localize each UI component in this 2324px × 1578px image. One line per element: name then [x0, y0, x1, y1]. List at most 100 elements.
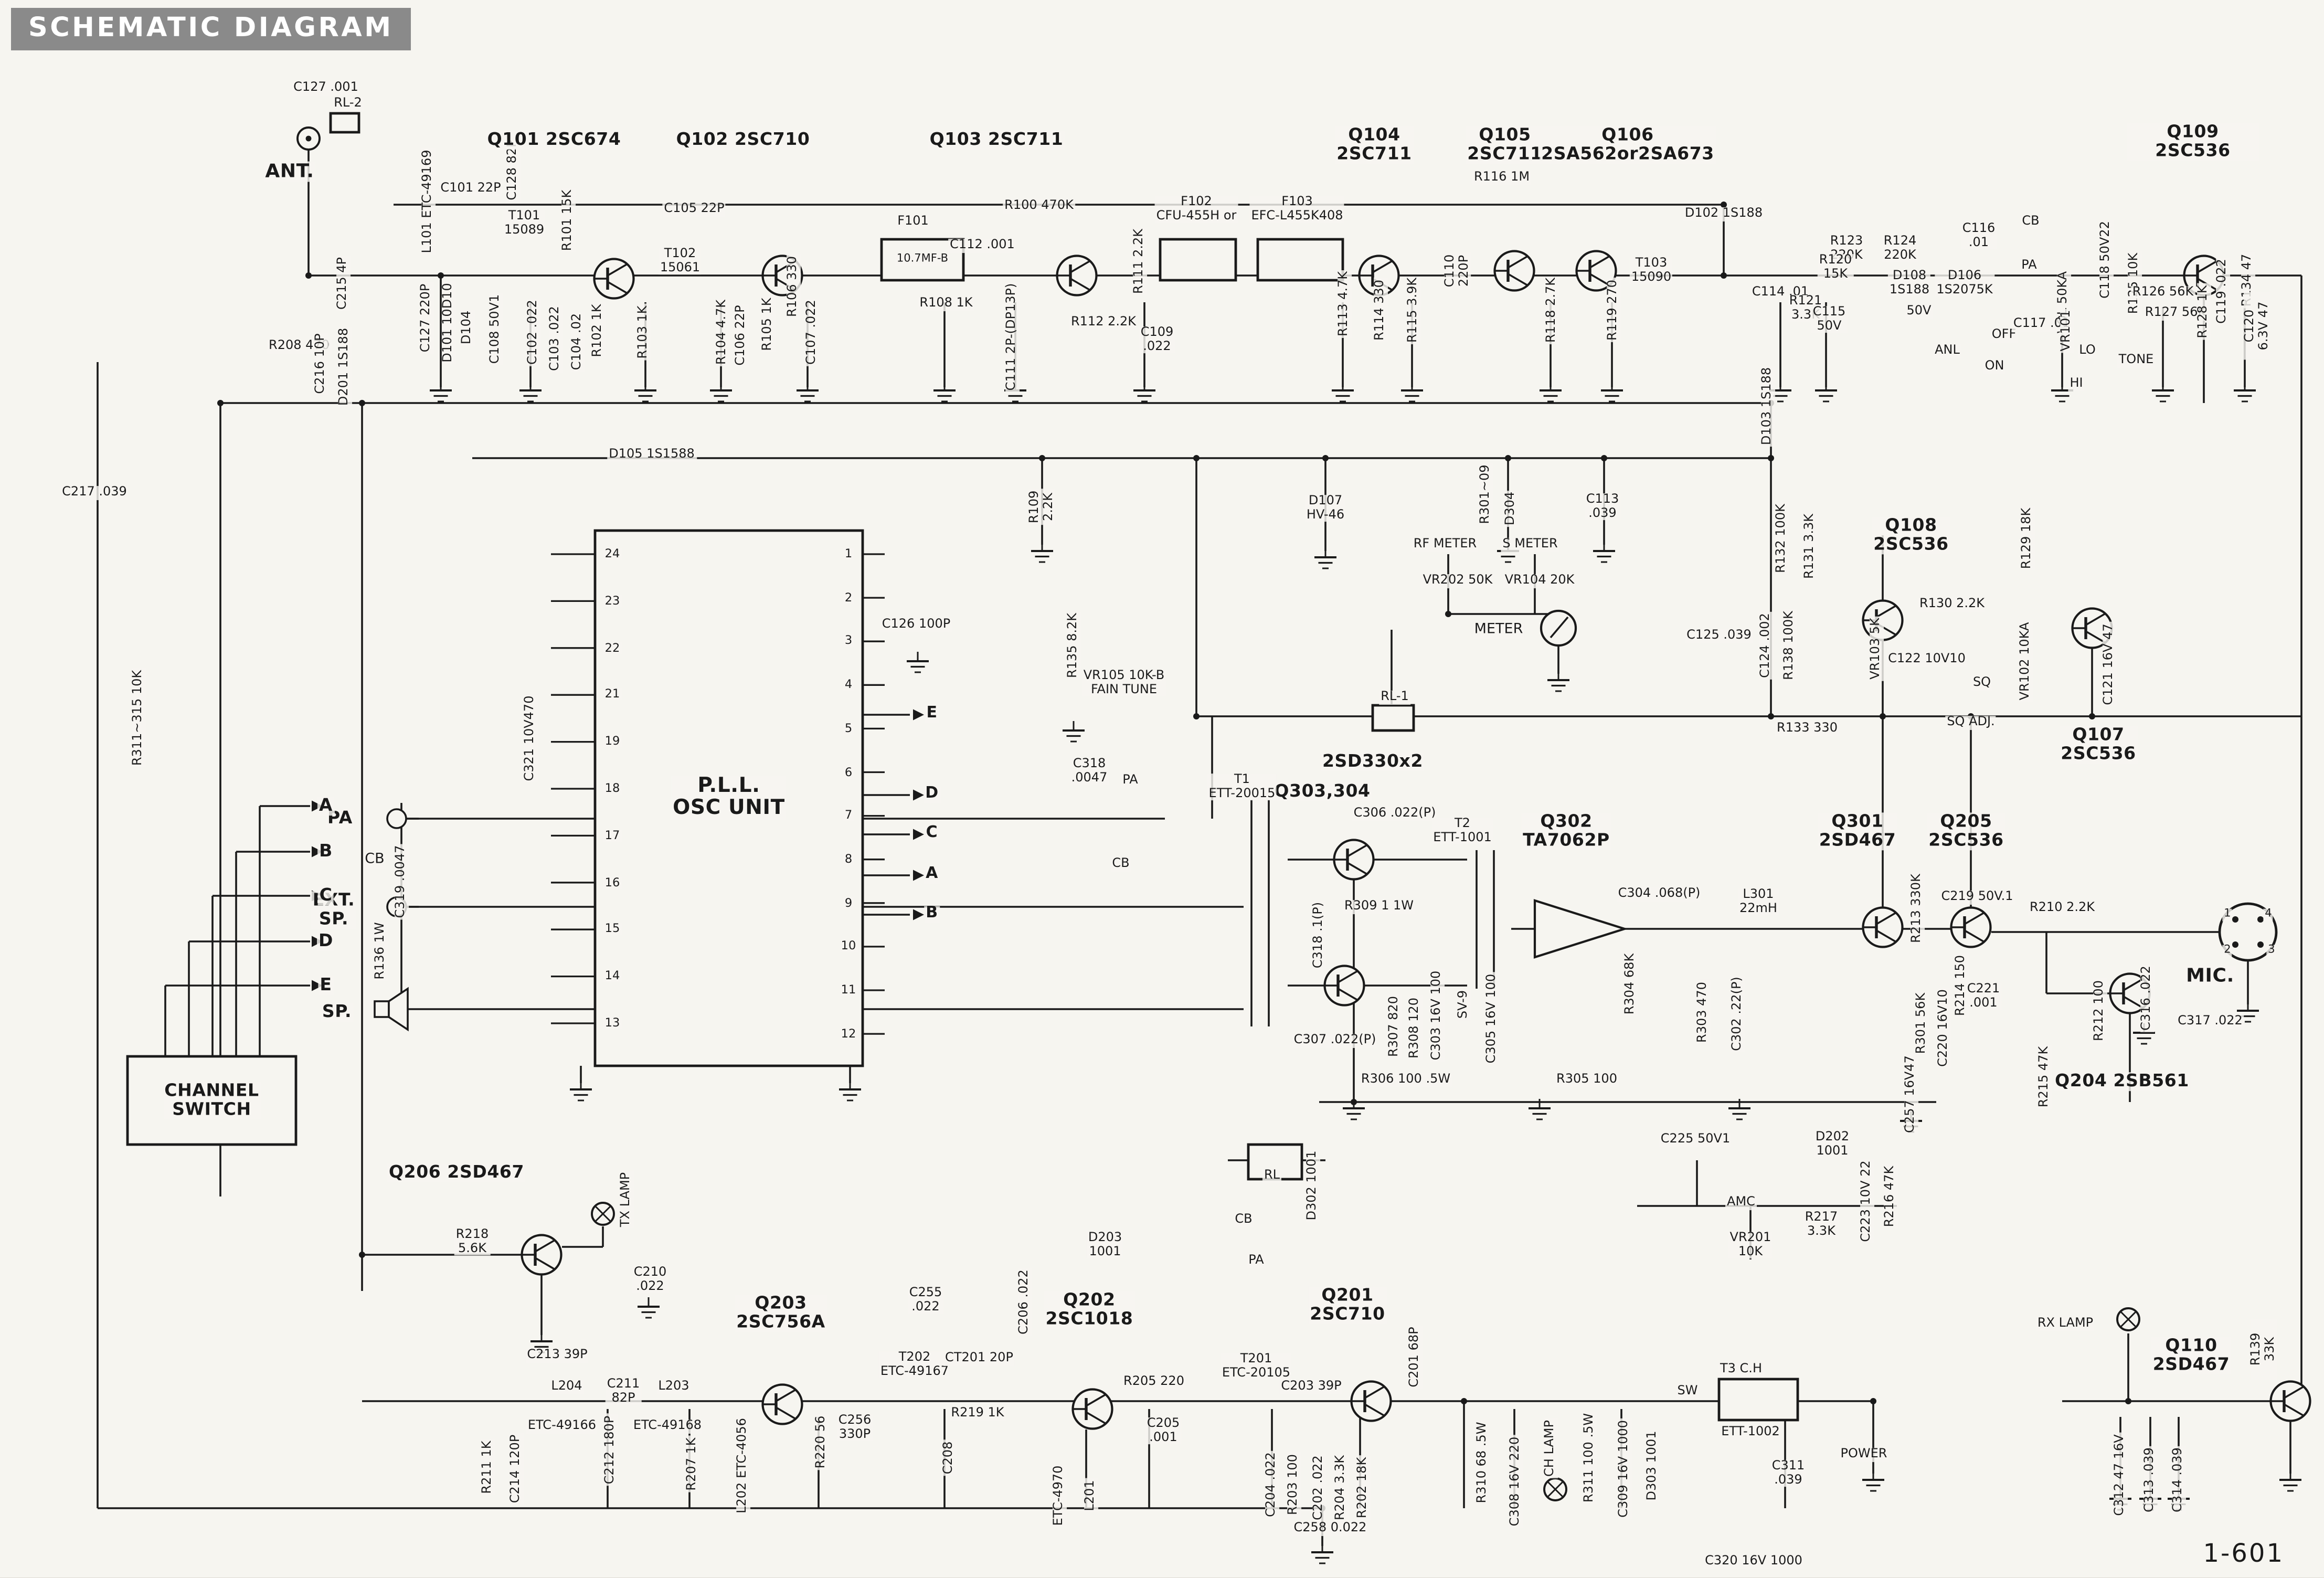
- component-label: T201 ETC-20105: [1220, 1351, 1292, 1380]
- component-label: R119 270: [1605, 278, 1620, 342]
- component-label: L203: [656, 1379, 691, 1394]
- component-label: C217 .039: [60, 485, 129, 500]
- component-label: C115 50V: [1811, 304, 1848, 333]
- component-label: OFF: [1990, 327, 2018, 342]
- component-label: R203 100: [1286, 1453, 1301, 1517]
- transistor-Q206: [521, 1234, 563, 1276]
- component-label: RX LAMP: [2035, 1316, 2095, 1331]
- component-label: SP.: [320, 1002, 354, 1022]
- component-label: R204 3.3K: [1333, 1453, 1348, 1522]
- component-label: R208 470: [267, 338, 331, 353]
- component-label: C302 .22(P): [1729, 975, 1745, 1053]
- transistor-Q201: [1350, 1380, 1392, 1422]
- transistor-Q205: [1950, 906, 1992, 948]
- component-label: R211 1K: [480, 1439, 495, 1496]
- component-label: Q110 2SD467: [2151, 1336, 2232, 1374]
- component-label: R124 220K: [1882, 234, 1918, 262]
- component-label: R218 5.6K: [454, 1227, 491, 1256]
- component-label: CB: [1233, 1212, 1254, 1227]
- component-label: R139 33K: [2248, 1318, 2277, 1380]
- component-label: Q205 2SC536: [1927, 812, 2005, 850]
- component-label: 2SD330x2: [1320, 752, 1425, 771]
- component-label: D302 1001: [1304, 1149, 1320, 1222]
- component-label: T202 ETC-49167: [878, 1350, 951, 1379]
- component-label: R108 1K: [918, 296, 974, 311]
- component-label: R129 18K: [2019, 506, 2034, 571]
- component-label: R219 1K: [949, 1406, 1006, 1421]
- component-label: C305 16V 100: [1484, 972, 1499, 1065]
- pll-pin-9: 9: [843, 896, 854, 909]
- page-number: 1-601: [2203, 1538, 2284, 1568]
- component-label: Q107 2SC536: [2059, 725, 2138, 764]
- component-label: POWER: [1839, 1447, 1889, 1461]
- component-label: SQ: [1971, 675, 1993, 690]
- component-label: R311~315 10K: [130, 668, 145, 768]
- component-label: R131 3.3K: [1802, 512, 1817, 581]
- component-label: C108 50V1: [487, 292, 503, 366]
- transistor-Q101: [593, 258, 635, 300]
- component-label: R135 8.2K: [1065, 611, 1080, 680]
- component-label: R116 1M: [1472, 170, 1532, 185]
- component-label: Q102 2SC710: [674, 130, 812, 150]
- component-label: C312 47 16V: [2112, 1433, 2127, 1518]
- component-label: F101: [896, 214, 930, 229]
- component-label: R215 47K: [2036, 1044, 2052, 1109]
- pll-pin-11: 11: [839, 983, 858, 997]
- component-label: TX LAMP: [618, 1170, 633, 1229]
- component-label: C127 .001: [292, 80, 360, 95]
- component-label: Q106 2SA562or2SA673: [1540, 125, 1716, 164]
- component-label: C112 .001: [948, 238, 1016, 252]
- component-label: T102 15061: [658, 246, 702, 275]
- component-label: C: [924, 824, 940, 843]
- component-label: Q301 2SD467: [1817, 812, 1898, 850]
- component-label: R301~09: [1478, 463, 1493, 526]
- component-label: R103 1K: [635, 304, 651, 361]
- component-label: CT201 20P: [943, 1351, 1015, 1365]
- component-label: C105 22P: [662, 202, 726, 216]
- component-label: C311 .039: [1770, 1458, 1807, 1487]
- component-label: C258 0.022: [1292, 1521, 1368, 1535]
- component-label: R301 56K: [1914, 991, 1929, 1056]
- component-label: ANL: [1933, 343, 1961, 358]
- component-label: METER: [1472, 622, 1525, 639]
- component-label: T103 15090: [1629, 256, 1673, 284]
- component-label: SW: [1675, 1384, 1700, 1399]
- component-label: R133 330: [1775, 721, 1839, 736]
- pll-pin-10: 10: [839, 939, 858, 954]
- component-label: D103 1S188: [1759, 365, 1775, 447]
- page-title-text: SCHEMATIC DIAGRAM: [28, 13, 394, 44]
- component-label: VR102 10KA: [2018, 620, 2033, 702]
- pll-pin-23: 23: [603, 594, 622, 608]
- component-label: D: [924, 785, 940, 804]
- component-label: S METER: [1501, 537, 1559, 552]
- component-label: A: [317, 796, 335, 816]
- component-label: RL-1: [1379, 690, 1410, 704]
- component-label: B: [924, 905, 940, 924]
- transistor-Q203: [761, 1383, 803, 1425]
- component-label: T1 ETT-20015: [1207, 772, 1277, 801]
- component-label: Q104 2SC711: [1335, 125, 1414, 164]
- component-label: C122 10V10: [1886, 652, 1967, 666]
- component-label: C210 .022: [632, 1265, 668, 1294]
- component-label: CB: [1110, 856, 1131, 871]
- component-label: R134 47: [2240, 252, 2255, 309]
- component-label: L101 ETC-49169: [420, 148, 435, 255]
- component-label: R106 330: [785, 255, 800, 319]
- component-label: 4: [2263, 908, 2274, 921]
- component-label: C114 .01: [1750, 285, 1811, 300]
- transistor-Q103: [1056, 255, 1098, 296]
- component-label: C319 .0047: [393, 843, 408, 920]
- component-label: R109 2.2K: [1027, 489, 1056, 525]
- component-label: D104: [459, 309, 474, 346]
- component-label: PA: [326, 809, 354, 828]
- component-label: C304 .068(P): [1616, 886, 1702, 901]
- component-label: C104 .02: [569, 311, 585, 372]
- component-label: C318 .1(P): [1311, 900, 1326, 970]
- component-label: Q302 TA7062P: [1521, 812, 1611, 850]
- component-label: ETC-49166: [526, 1418, 598, 1433]
- component-label: R216 47K: [1882, 1164, 1897, 1229]
- component-label: C221 .001: [1965, 981, 2002, 1010]
- component-label: C208: [941, 1439, 956, 1476]
